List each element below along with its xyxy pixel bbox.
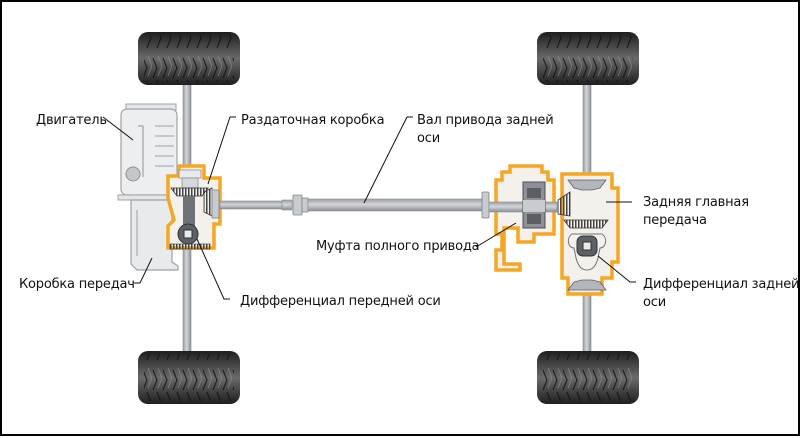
leader-rear-diff [597,255,636,283]
front-top-wheel [138,32,240,85]
awd-coupling-housing [488,164,558,272]
leader-front-diff [196,238,230,300]
label-rear-diff-1: Дифференциал задней [643,277,800,292]
rear-top-wheel [537,32,639,85]
transfer-case-housing [166,164,222,250]
leader-awd-coupling [475,222,517,248]
label-awd-coupling: Муфта полного привода [316,239,480,254]
leader-engine [102,116,134,141]
label-prop-shaft-2: оси [417,131,440,146]
front-bottom-wheel [138,351,240,404]
label-prop-shaft-1: Вал привода задней [417,113,554,128]
leader-lines [102,116,636,300]
leader-gearbox [134,257,153,284]
label-gearbox: Коробка передач [19,277,135,292]
label-transfer-case: Раздаточная коробка [241,113,385,128]
rear-bottom-wheel [537,351,639,404]
leader-transfer-case [207,116,236,185]
label-rear-diff-2: оси [643,295,666,310]
prop-shaft [219,191,490,219]
engine-block [117,103,179,201]
rear-final-drive-housing [557,172,620,296]
label-engine: Двигатель [36,113,107,128]
label-front-diff: Дифференциал передней оси [240,294,441,309]
label-rear-final-drive-1: Задняя главная [643,195,749,210]
label-rear-final-drive-2: передача [643,213,707,228]
leader-prop-shaft [363,116,413,204]
